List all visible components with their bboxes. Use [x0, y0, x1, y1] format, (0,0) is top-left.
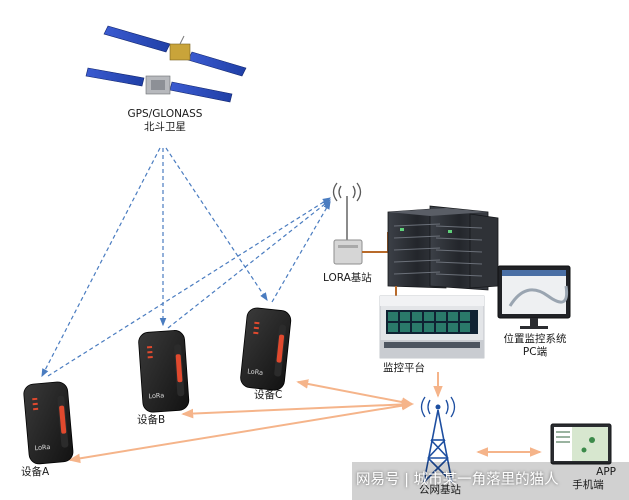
lora-link-device-c	[271, 200, 331, 303]
server-rack-icon	[387, 205, 499, 291]
pc-monitor-icon	[497, 265, 571, 329]
lora-link-device-b	[167, 199, 331, 329]
watermark-band	[352, 462, 629, 500]
monitoring-platform-icon	[379, 295, 485, 359]
device-c-icon: LoRa	[240, 307, 292, 391]
satellite-label-line1: GPS/GLONASS	[127, 108, 203, 120]
device-b-icon: LoRa	[138, 330, 190, 413]
satellite-label-line2: 北斗卫星	[144, 121, 186, 133]
public-base-station-label: 公网基站	[419, 484, 461, 496]
cell-tower-icon	[420, 396, 456, 483]
gateway-server-cable	[362, 232, 389, 253]
cellular-links	[68, 372, 542, 464]
satellite-lower	[85, 67, 233, 103]
device-a-badge: LoRa	[34, 443, 50, 452]
satellite-link-device-c	[165, 147, 268, 302]
watermark-text: 网易号 | 城市某一角落里的猫人	[356, 472, 559, 488]
device-b-label: 设备B	[137, 414, 166, 426]
satellite-label: GPS/GLONASS 北斗卫星	[110, 108, 220, 134]
lora-links	[47, 197, 332, 377]
monitoring-platform-label: 监控平台	[383, 362, 425, 374]
mobile-app-label-line1: APP	[596, 466, 616, 478]
satellite-upper	[103, 25, 247, 77]
mobile-app-label: APP 手机端	[560, 466, 616, 492]
mobile-app-icon	[550, 423, 612, 465]
device-c-label: 设备C	[254, 389, 283, 401]
device-b-badge: LoRa	[148, 391, 164, 400]
lora-base-station-label: LORA基站	[323, 272, 372, 284]
pc-client-label: 位置监控系统 PC端	[492, 333, 578, 359]
device-c-badge: LoRa	[247, 367, 264, 377]
device-a-label: 设备A	[21, 466, 50, 478]
pc-client-label-line1: 位置监控系统	[503, 333, 567, 345]
satellite-links	[41, 147, 268, 378]
satellite-link-device-a	[41, 147, 161, 378]
lora-gateway-icon	[332, 182, 363, 265]
satellite-icon	[85, 25, 247, 103]
cell-link-device-c	[296, 379, 414, 407]
device-a-icon: LoRa	[23, 381, 74, 465]
pc-client-label-line2: PC端	[522, 346, 548, 358]
mobile-app-label-line2: 手机端	[572, 479, 604, 491]
